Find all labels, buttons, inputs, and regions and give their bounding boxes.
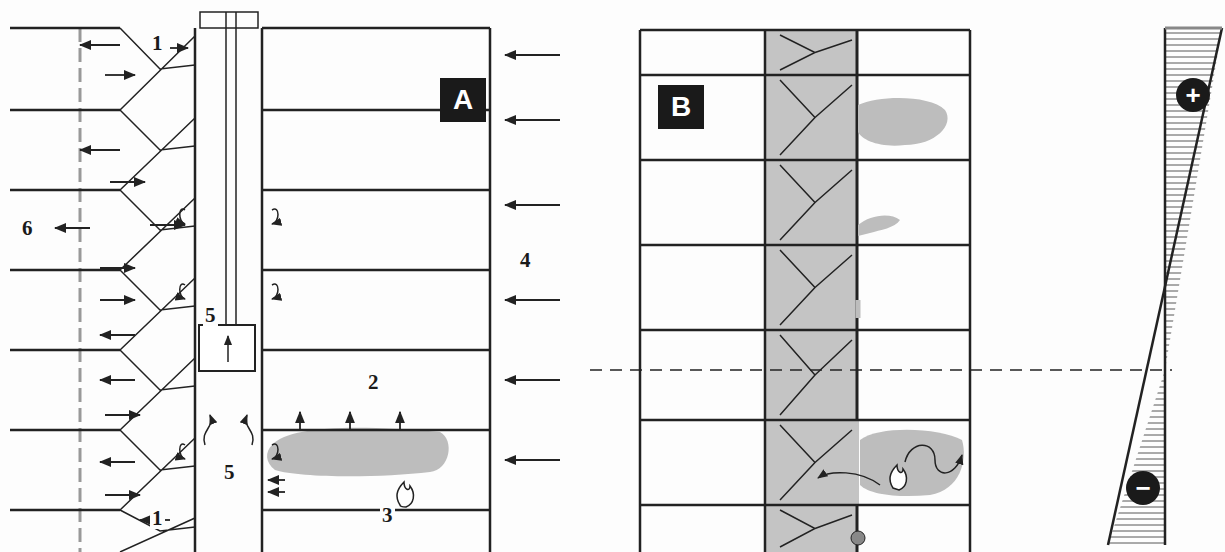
airflow-arrow [80,149,120,151]
airflow-arrow [105,74,135,76]
airflow-arrow [80,44,120,46]
callout-number: 1 [150,508,165,529]
airflow-arrow [268,479,285,481]
panel-label: A [440,78,486,122]
callout-number: 1 [150,33,165,54]
airflow-arrows [55,45,560,520]
node-text: B [671,93,691,121]
flow-curl [272,284,278,299]
airflow-arrow [505,54,560,56]
callout-number: 3 [380,505,395,526]
airflow-arrow [505,204,560,206]
flow-curl [180,209,185,224]
airflow-arrow [100,379,135,381]
node-text: − [1135,475,1150,501]
airflow-arrow [150,224,185,226]
flow-curl [180,284,185,299]
node-text: A [453,86,473,114]
building-a [10,12,490,552]
pressure-sign: + [1176,78,1210,112]
airflow-arrow [105,414,140,416]
airflow-arrow [100,334,135,336]
callout-number: 2 [366,372,381,393]
airflow-arrow [268,491,285,493]
airflow-arrow [170,47,188,49]
airflow-arrow [399,412,401,430]
airflow-arrow [55,227,90,229]
flow-curl [272,444,278,459]
callout-number: 6 [20,218,35,239]
panel-label: B [658,85,704,129]
airflow-arrow [110,181,145,183]
flow-curl [272,209,278,224]
airflow-arrow [505,379,560,381]
flow-curl [180,444,185,459]
airflow-arrow [100,461,135,463]
callout-number: 5 [222,462,237,483]
node-text: + [1185,82,1200,108]
airflow-arrow [100,299,135,301]
flow-curl [204,415,211,445]
flow-curl [246,415,253,445]
building-b [590,30,1172,552]
airflow-arrow [100,267,135,269]
callout-number: 4 [518,250,533,271]
airflow-arrow [505,119,560,121]
airflow-arrow [105,494,140,496]
callout-number: 5 [203,305,218,326]
airflow-arrow [349,412,351,430]
airflow-arrow [505,299,560,301]
pressure-sign: − [1126,471,1160,505]
pressure-diagram [1108,28,1222,545]
airflow-arrow [505,459,560,461]
airflow-arrow [299,412,301,430]
